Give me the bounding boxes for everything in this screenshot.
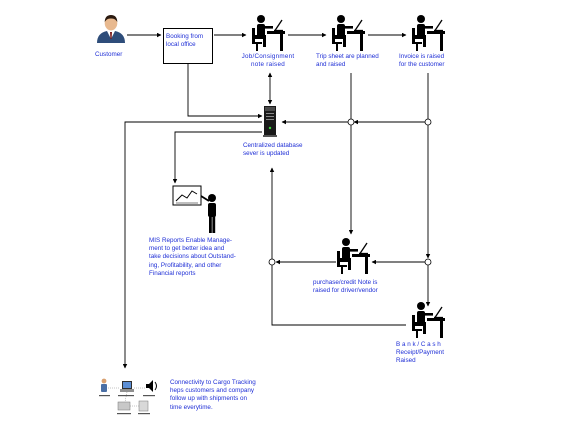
mis-reports-label: MIS Reports Enable Manage- ment to get b… bbox=[149, 237, 236, 277]
purchase-note-label: purchase/credit Note is raised for drive… bbox=[313, 279, 378, 295]
database-server-icon bbox=[263, 106, 277, 137]
bank-receipt-worker-icon bbox=[411, 301, 446, 339]
cargo-tracking-network-icon bbox=[99, 378, 157, 415]
job-consignment-label: Job/Consignment note raised bbox=[241, 53, 295, 69]
purchase-note-worker-icon bbox=[336, 237, 371, 275]
mis-presentation-icon bbox=[172, 185, 216, 233]
job-consignment-worker-icon bbox=[251, 14, 286, 52]
customer-label: Customer bbox=[95, 51, 123, 58]
cargo-tracking-label: Connectivity to Cargo Tracking heps cust… bbox=[170, 379, 256, 411]
invoice-label: Invoice is raised for the customer bbox=[399, 53, 445, 69]
customer-icon bbox=[97, 15, 125, 43]
trip-sheet-worker-icon bbox=[331, 14, 366, 52]
booking-box bbox=[163, 28, 213, 64]
database-label: Centralized database sever is updated bbox=[243, 142, 303, 158]
invoice-worker-icon bbox=[411, 14, 446, 52]
connector-lines bbox=[122, 32, 431, 369]
junction-nodes bbox=[268, 118, 432, 266]
bank-receipt-label: B a n k / C a s h Receipt/Payment Raised bbox=[396, 341, 444, 365]
trip-sheet-label: Trip sheet are planned and raised bbox=[316, 53, 379, 69]
booking-label: Booking from local office bbox=[166, 33, 204, 49]
